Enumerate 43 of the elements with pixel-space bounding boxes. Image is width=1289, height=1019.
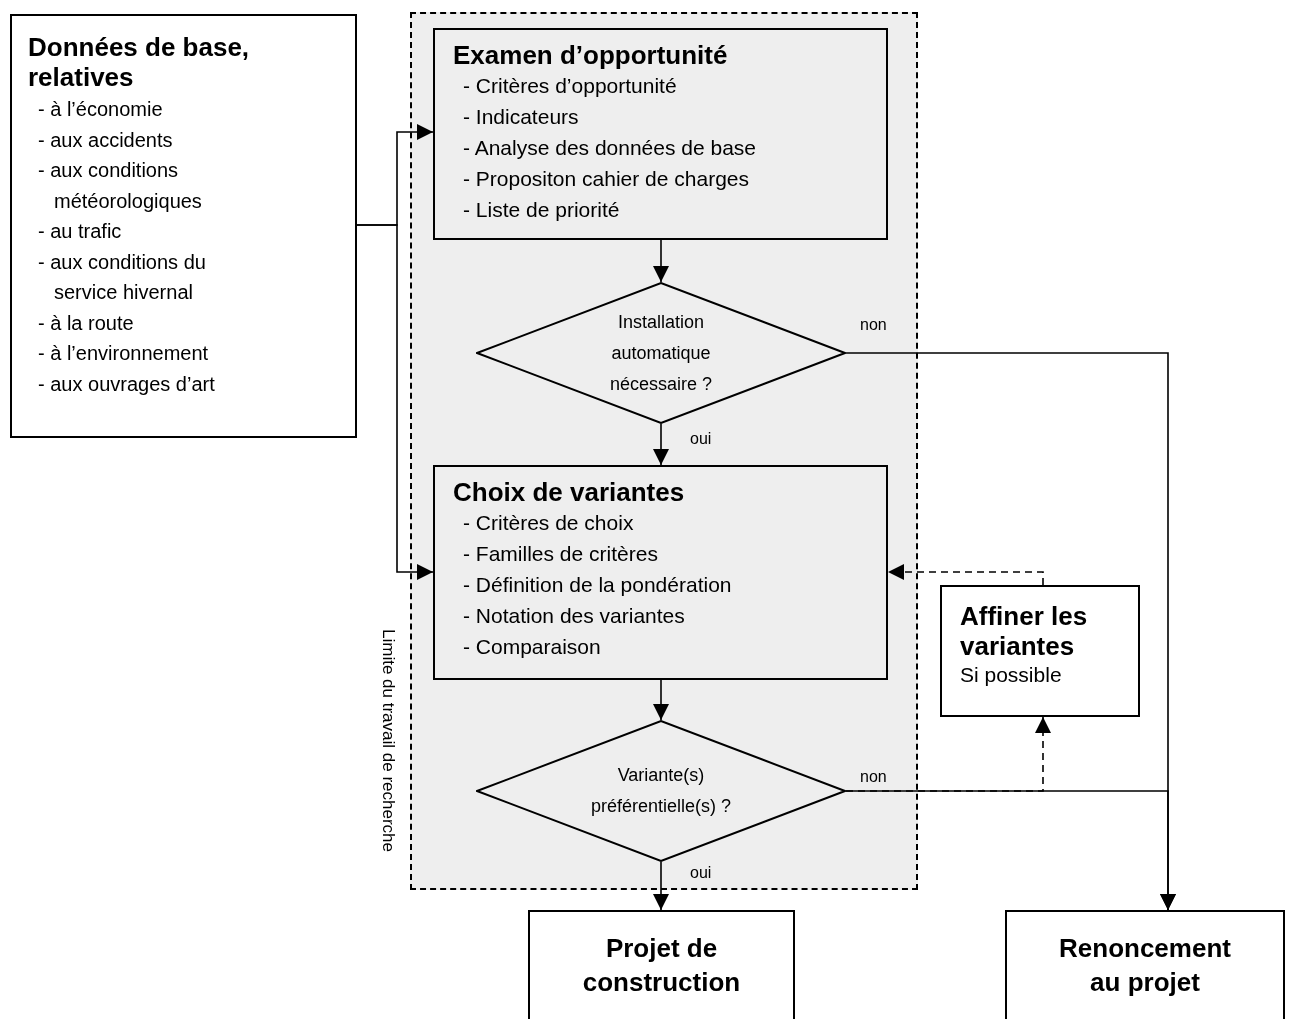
arrow (653, 423, 669, 466)
list-item: - Critères d’opportunité (462, 73, 678, 99)
list-item: - Indicateurs (462, 104, 580, 130)
decision-diamond (476, 720, 846, 862)
decision-question: Installation automatique nécessaire ? (608, 310, 714, 396)
list-item: - à l’économie (37, 97, 164, 122)
box-title: Projet de construction (581, 932, 742, 999)
list-item: - Familles de critères (462, 541, 659, 567)
list-item: - Analyse des données de base (462, 135, 758, 161)
arrow (887, 564, 1044, 586)
list-item: - Notation des variantes (462, 603, 686, 629)
list-item: - Liste de priorité (462, 197, 621, 223)
box-title: Choix de variantes (453, 477, 686, 507)
list-item: - Critères de choix (462, 510, 635, 536)
list-item: - Définition de la pondération (462, 572, 733, 598)
arrow (845, 716, 1051, 792)
arrow (653, 679, 669, 721)
boundary-label: Limite du travail de recherche (378, 629, 398, 852)
process-box (433, 465, 888, 680)
arrow (356, 224, 434, 580)
process-box (10, 14, 357, 438)
process-box (940, 585, 1140, 717)
box-title: Affiner les variantes (960, 601, 1089, 661)
list-item: - à l’environnement (37, 341, 210, 366)
list-item: - Propositon cahier de charges (462, 166, 750, 192)
list-item: - aux accidents (37, 127, 174, 153)
process-box (433, 28, 888, 240)
list-item: - au trafic (37, 219, 123, 244)
list-item: - à la route (37, 310, 135, 336)
box-title: Examen d’opportunité (453, 40, 729, 70)
list-item: - aux conditions du service hivernal (37, 249, 207, 305)
process-box (528, 910, 795, 1019)
list-item: - aux conditions météorologiques (37, 158, 203, 214)
box-title: Données de base, relatives (28, 32, 251, 92)
decision-question: Variante(s) préférentielle(s) ? (589, 764, 733, 818)
list-item: - aux ouvrages d’art (37, 371, 216, 397)
decision-diamond (476, 282, 846, 424)
arrow (653, 861, 669, 911)
arrow (653, 239, 669, 283)
list-item: - Comparaison (462, 634, 602, 660)
process-box (1005, 910, 1285, 1019)
box-title: Renoncement au projet (1058, 932, 1232, 999)
box-note: Si possible (960, 662, 1063, 688)
